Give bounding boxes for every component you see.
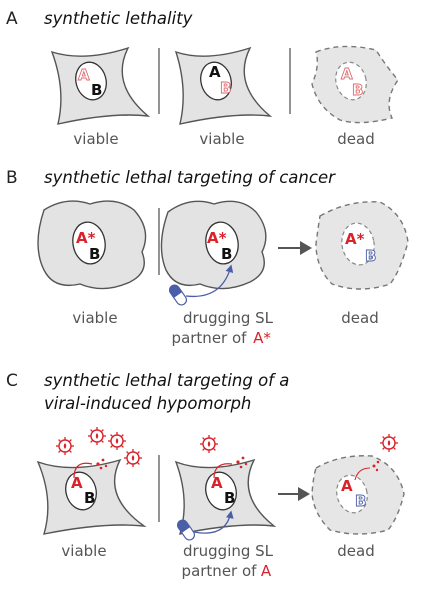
virus-icon <box>199 434 219 454</box>
nucleus <box>72 221 106 265</box>
panel-c-title-line1: synthetic lethal targeting of a <box>44 371 289 390</box>
gene-a-label: A <box>71 474 83 492</box>
nucleus <box>205 471 237 511</box>
gene-b-label: B <box>220 79 231 97</box>
gene-b-label: B <box>224 489 235 507</box>
caption-partner-gene: A* <box>253 329 271 347</box>
caption-viable: viable <box>61 542 106 560</box>
gene-a-label: A <box>211 474 223 492</box>
gene-a-mutant-label: A* <box>207 229 227 247</box>
panel-b-title: synthetic lethal targeting of cancer <box>44 168 336 187</box>
gene-b-label: B <box>355 492 366 510</box>
panel-c-letter: C <box>6 371 18 391</box>
caption-partner: partner of <box>172 329 248 347</box>
gene-a-mutant-label: A* <box>76 229 96 247</box>
gene-a-label: A <box>341 65 353 83</box>
viral-inhibition-line <box>213 463 233 479</box>
panel-a-letter: A <box>6 9 18 29</box>
nucleus <box>75 61 107 101</box>
gene-a-mutant-label: A* <box>345 230 365 248</box>
viral-fragments <box>236 456 248 469</box>
panel-a-title: synthetic lethality <box>44 9 193 28</box>
nucleus <box>65 471 97 511</box>
gene-b-label: B <box>221 245 232 263</box>
viral-inhibition-line <box>73 462 93 479</box>
gene-a-label: A <box>78 66 90 84</box>
virus-icon <box>55 436 75 456</box>
caption-viable: viable <box>199 130 244 148</box>
gene-a-label: A <box>209 63 221 81</box>
gene-b-label: B <box>84 489 95 507</box>
caption-dead: dead <box>337 130 374 148</box>
nucleus <box>200 61 232 101</box>
caption-dead: dead <box>341 309 378 327</box>
caption-partner: partner of <box>182 562 258 580</box>
panel-c-title-line2: viral-induced hypomorph <box>44 394 251 413</box>
nucleus <box>205 221 239 265</box>
viral-fragments <box>372 460 380 472</box>
gene-b-label: B <box>352 81 363 99</box>
gene-b-label: B <box>365 247 376 265</box>
virus-icon <box>107 431 127 451</box>
drug-target-arrow <box>185 264 234 298</box>
gene-b-label: B <box>89 245 100 263</box>
caption-drugging: drugging SL <box>183 309 274 327</box>
caption-viable: viable <box>73 130 118 148</box>
transition-arrow <box>278 487 310 501</box>
virus-icon <box>123 448 143 468</box>
transition-arrow <box>278 241 312 255</box>
drug-target-arrow <box>193 510 234 534</box>
nucleus <box>335 61 367 101</box>
panel-b-letter: B <box>6 168 18 188</box>
drug-pill-icon <box>166 282 190 308</box>
caption-viable: viable <box>72 309 117 327</box>
gene-b-label: B <box>91 81 102 99</box>
viral-inhibition-line <box>354 467 371 481</box>
caption-drugging: drugging SL <box>183 542 274 560</box>
caption-partner-gene: A <box>261 562 272 580</box>
nucleus <box>336 474 368 514</box>
nucleus <box>341 222 375 266</box>
gene-a-label: A <box>341 477 353 495</box>
caption-dead: dead <box>337 542 374 560</box>
virus-icon <box>379 433 399 453</box>
viral-fragments <box>96 458 108 470</box>
virus-icon <box>87 426 107 446</box>
